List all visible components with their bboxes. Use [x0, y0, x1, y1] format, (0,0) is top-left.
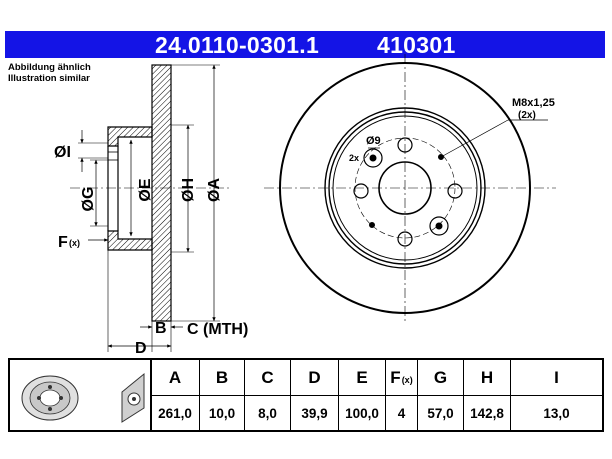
label-dim-d: D	[135, 340, 147, 357]
hat-lower	[107, 230, 153, 251]
value-g: 57,0	[417, 396, 463, 430]
header-d: D	[290, 360, 338, 396]
label-dim-h: ØH	[180, 178, 197, 202]
part-number: 24.0110-0301.1	[155, 32, 320, 58]
cross-section-labels: ØI ØG ØE ØH ØA F (x) B C (MTH) D	[54, 144, 248, 357]
header-f: F(x)	[385, 360, 417, 396]
illustration-note: Abbildung ähnlich Illustration similar	[8, 62, 91, 84]
value-d: 39,9	[290, 396, 338, 430]
rotor-outer-edge	[279, 62, 531, 314]
header-f-sub: (x)	[401, 374, 413, 385]
label-dim-e: ØE	[137, 178, 154, 201]
bolt-hole	[353, 183, 369, 199]
header-f-label: F	[390, 367, 401, 387]
disc-thumbnail-icon	[21, 372, 145, 423]
title-bar: 24.0110-0301.1 410301	[5, 31, 605, 58]
label-dim-f: F	[58, 234, 68, 251]
center-bore	[378, 161, 432, 215]
value-e: 100,0	[338, 396, 385, 430]
header-g: G	[417, 360, 463, 396]
header-e: E	[338, 360, 385, 396]
label-dim-g: ØG	[80, 187, 97, 212]
label-bolt-count: (2x)	[518, 110, 536, 121]
locating-hole	[429, 216, 449, 236]
note-line-1: Abbildung ähnlich	[8, 62, 91, 73]
label-bolt-thread: M8x1,25	[512, 97, 555, 109]
value-b: 10,0	[199, 396, 244, 430]
label-dim-a: ØA	[206, 178, 223, 202]
threaded-hole	[369, 222, 375, 228]
short-code: 410301	[377, 32, 456, 58]
locating-hole	[363, 148, 383, 168]
header-h: H	[463, 360, 510, 396]
header-c: C	[244, 360, 290, 396]
note-line-2: Illustration similar	[8, 73, 90, 84]
label-dim-c: C (MTH)	[187, 321, 248, 338]
value-c: 8,0	[244, 396, 290, 430]
bolt-hole	[447, 183, 463, 199]
label-dim-i: ØI	[54, 144, 71, 161]
bolt-hole	[397, 137, 413, 153]
hat-upper	[107, 126, 153, 147]
value-i: 13,0	[510, 396, 602, 430]
cross-section-view	[70, 64, 230, 352]
value-f: 4	[385, 396, 417, 430]
header-b: B	[199, 360, 244, 396]
value-h: 142,8	[463, 396, 510, 430]
label-dim-b: B	[155, 320, 167, 337]
bolt-hole	[397, 231, 413, 247]
value-a: 261,0	[150, 396, 199, 430]
header-i: I	[510, 360, 602, 396]
dimension-table: A B C D E F(x) G H I 261,0 10,0 8,0 39,9…	[8, 358, 604, 432]
label-dim-f-sub: (x)	[69, 238, 80, 248]
label-hole-count: 2x	[349, 153, 359, 163]
header-a: A	[150, 360, 199, 396]
rotor-section	[151, 64, 172, 322]
front-view-labels: M8x1,25 (2x) Ø9 2x	[349, 97, 555, 163]
disc-thumbnail	[10, 360, 152, 430]
front-view	[264, 54, 556, 322]
label-hole-diameter: Ø9	[366, 135, 381, 147]
